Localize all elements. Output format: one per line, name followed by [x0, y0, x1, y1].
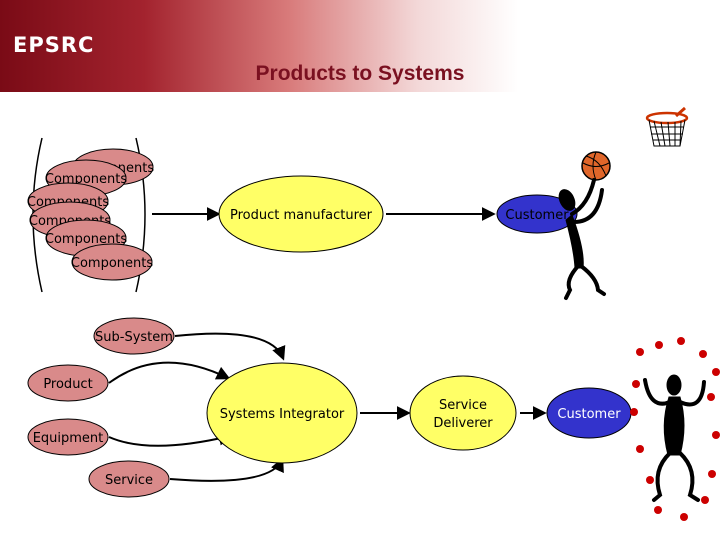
equipment-label: Equipment	[33, 431, 104, 446]
arrow-subsystem-to-integrator	[174, 332, 286, 361]
product-manufacturer-node: Product manufacturer	[218, 175, 384, 253]
systems-integrator-label: Systems Integrator	[220, 407, 345, 422]
arrow-equipment-to-integrator	[108, 431, 233, 447]
service-deliverer-node: Service Deliverer	[409, 375, 517, 451]
epsrc-logo: EPSRC	[13, 33, 95, 57]
equipment-node: Equipment	[27, 418, 109, 456]
basketball-hoop-icon	[645, 106, 689, 147]
product-label: Product	[43, 377, 92, 392]
basketball-icon	[581, 151, 611, 181]
product-node: Product	[27, 364, 109, 402]
arrow-product-to-integrator	[108, 361, 231, 384]
sub-system-node: Sub-System	[93, 317, 175, 355]
service-label: Service	[105, 473, 153, 488]
customer-node-top: Customer	[496, 194, 578, 234]
juggler-icon	[630, 337, 720, 521]
customer-label-bottom: Customer	[557, 407, 621, 422]
service-node: Service	[88, 460, 170, 498]
service-deliverer-label-line2: Deliverer	[433, 416, 493, 431]
basketball-player-icon	[558, 178, 606, 300]
product-manufacturer-label: Product manufacturer	[230, 208, 373, 223]
component-node: Components	[71, 243, 153, 281]
customer-node-bottom: Customer	[546, 387, 632, 439]
header-banner: EPSRC Products to Systems	[0, 0, 720, 92]
sub-system-label: Sub-System	[95, 330, 173, 345]
slide-title: Products to Systems	[255, 62, 465, 85]
customer-label-top: Customer	[505, 208, 569, 223]
service-deliverer-label-line1: Service	[439, 398, 487, 413]
systems-integrator-node: Systems Integrator	[206, 362, 358, 464]
arrow-service-to-integrator	[169, 457, 284, 482]
component-label: Components	[45, 232, 127, 247]
component-label: Components	[71, 256, 153, 271]
